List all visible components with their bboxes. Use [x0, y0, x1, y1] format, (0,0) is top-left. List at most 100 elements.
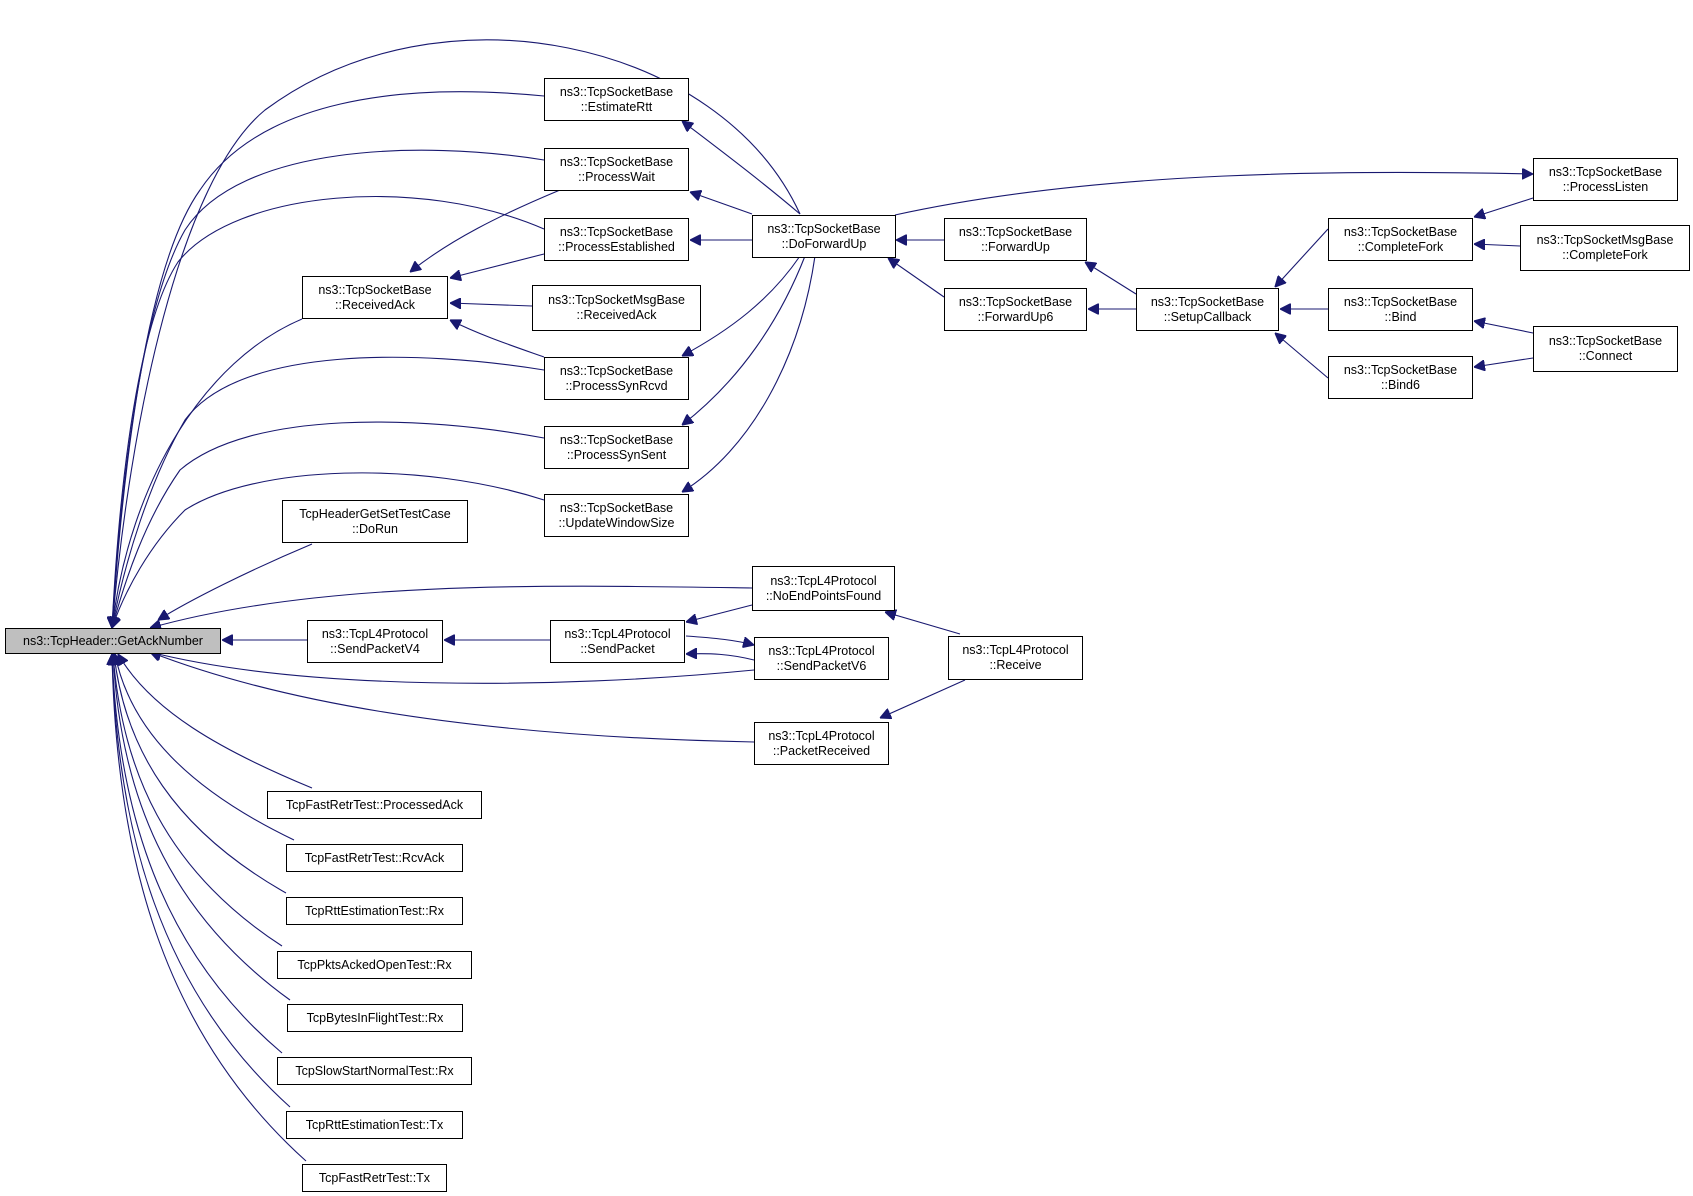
node-rttestimation-rx[interactable]: TcpRttEstimationTest::Rx	[286, 897, 463, 925]
node-pktsackedopen-rx[interactable]: TcpPktsAckedOpenTest::Rx	[277, 951, 472, 979]
node-label-1: ns3::TcpSocketBase	[1343, 224, 1458, 239]
node-label-1: ns3::TcpSocketBase	[559, 154, 674, 169]
node-msg-receivedack[interactable]: ns3::TcpSocketMsgBase ::ReceivedAck	[532, 285, 701, 331]
edge-receive-noend	[885, 612, 961, 635]
node-sendpacketv4[interactable]: ns3::TcpL4Protocol ::SendPacketV4	[307, 620, 443, 663]
edge-frrcv-getack	[115, 654, 295, 841]
edge-completefork-setupcb	[1275, 228, 1329, 287]
edge-forwardup6-doforward	[888, 258, 945, 298]
node-label-1: ns3::TcpSocketBase	[559, 432, 674, 447]
node-label-2: ::Receive	[989, 658, 1042, 672]
edge-msgcompletefork-completefork	[1474, 244, 1521, 246]
edge-rtttx-getack	[112, 654, 291, 1108]
node-doforwardup[interactable]: ns3::TcpSocketBase ::DoForwardUp	[752, 215, 896, 258]
node-fastretr-rcvack[interactable]: TcpFastRetrTest::RcvAck	[286, 844, 463, 872]
edge-pktsrx-getack	[113, 654, 283, 947]
edge-noend-sendpacket	[686, 604, 753, 622]
node-receivedack[interactable]: ns3::TcpSocketBase ::ReceivedAck	[302, 276, 448, 319]
node-label-2: ::ReceivedAck	[576, 308, 657, 322]
node-estimatertt[interactable]: ns3::TcpSocketBase ::EstimateRtt	[544, 78, 689, 121]
edge-synrcvd-recvack	[450, 320, 545, 358]
node-fastretr-processedack[interactable]: TcpFastRetrTest::ProcessedAck	[267, 791, 482, 819]
node-receive[interactable]: ns3::TcpL4Protocol ::Receive	[948, 636, 1083, 680]
node-label: TcpSlowStartNormalTest::Rx	[295, 1063, 454, 1078]
node-headertest-dorun[interactable]: TcpHeaderGetSetTestCase ::DoRun	[282, 500, 468, 543]
node-label-2: ::EstimateRtt	[580, 99, 653, 114]
node-label-2: ::DoRun	[352, 521, 398, 536]
node-label: ns3::TcpHeader::GetAckNumber	[23, 633, 203, 648]
node-label-1: ns3::TcpL4Protocol	[321, 626, 429, 641]
node-label-2: ::DoForwardUp	[781, 236, 867, 251]
node-bytesinflight-rx[interactable]: TcpBytesInFlightTest::Rx	[287, 1004, 463, 1032]
edge-doforward-synrcvd	[682, 255, 801, 356]
node-label-1: ns3::TcpSocketBase	[1548, 164, 1663, 179]
node-label-2: ::ProcessWait	[578, 169, 655, 184]
node-label-1: ns3::TcpL4Protocol	[770, 573, 877, 588]
node-forwardup6[interactable]: ns3::TcpSocketBase ::ForwardUp6	[944, 288, 1087, 331]
node-packetreceived[interactable]: ns3::TcpL4Protocol ::PacketReceived	[754, 722, 889, 765]
node-label-2: ::ForwardUp	[981, 239, 1050, 254]
node-label: TcpRttEstimationTest::Rx	[305, 903, 444, 918]
node-forwardup[interactable]: ns3::TcpSocketBase ::ForwardUp	[944, 218, 1087, 261]
edge-synsent-getack	[112, 421, 545, 628]
node-processsynsent[interactable]: ns3::TcpSocketBase ::ProcessSynSent	[544, 426, 689, 469]
node-label-2: ::SendPacket	[580, 641, 655, 656]
node-fastretr-tx[interactable]: TcpFastRetrTest::Tx	[302, 1164, 447, 1192]
node-processwait[interactable]: ns3::TcpSocketBase ::ProcessWait	[544, 148, 689, 191]
node-label: TcpFastRetrTest::Tx	[318, 1170, 431, 1185]
edge-msgrecvack-recvack	[450, 303, 533, 306]
edge-rttrx-getack	[114, 654, 287, 894]
node-noendpointsfound[interactable]: ns3::TcpL4Protocol ::NoEndPointsFound	[752, 566, 895, 611]
node-label-2: ::CompleteFork	[1357, 239, 1444, 254]
edge-bifrx-getack	[113, 654, 291, 1001]
edge-doforward-estimate	[682, 121, 801, 215]
edge-wait-recvack	[410, 189, 561, 272]
edge-doforward-synsent	[682, 255, 806, 425]
edge-receive-pktrecv	[880, 679, 966, 718]
node-label-2: ::ProcessSynSent	[566, 447, 667, 462]
node-label-2: ::Bind6	[1381, 377, 1420, 392]
node-getacknumber[interactable]: ns3::TcpHeader::GetAckNumber	[5, 628, 221, 654]
node-label-2: ::ForwardUp6	[977, 309, 1054, 324]
node-completefork[interactable]: ns3::TcpSocketBase ::CompleteFork	[1328, 218, 1473, 261]
node-label-1: ns3::TcpL4Protocol	[768, 643, 875, 658]
edge-wait-getack	[112, 149, 545, 628]
node-label-2: ::ProcessListen	[1562, 179, 1649, 194]
node-label: TcpRttEstimationTest::Tx	[305, 1117, 444, 1132]
node-label: TcpPktsAckedOpenTest::Rx	[297, 957, 452, 972]
node-processestablished[interactable]: ns3::TcpSocketBase ::ProcessEstablished	[544, 218, 689, 261]
node-label-1: ns3::TcpSocketBase	[958, 224, 1073, 239]
node-setupcallback[interactable]: ns3::TcpSocketBase ::SetupCallback	[1136, 288, 1279, 331]
edge-setupcb-forwardup	[1085, 262, 1137, 295]
node-rttestimation-tx[interactable]: TcpRttEstimationTest::Tx	[286, 1111, 463, 1139]
node-label-2: ::CompleteFork	[1562, 248, 1648, 262]
node-label-2: ::SetupCallback	[1163, 309, 1252, 324]
edge-sendpacket-sendv6	[685, 635, 754, 645]
edge-ssrx-getack	[112, 654, 283, 1054]
node-label-2: ::ReceivedAck	[335, 297, 415, 312]
node-msg-completefork[interactable]: ns3::TcpSocketMsgBase ::CompleteFork	[1520, 225, 1690, 271]
edge-updatewin-getack	[112, 472, 545, 628]
node-label-1: ns3::TcpL4Protocol	[564, 626, 671, 641]
node-processsynrcvd[interactable]: ns3::TcpSocketBase ::ProcessSynRcvd	[544, 357, 689, 400]
node-label-1: ns3::TcpSocketBase	[767, 221, 881, 236]
edge-processlisten-completefork	[1474, 197, 1534, 217]
node-label-2: ::Bind	[1384, 309, 1417, 324]
node-label-1: ns3::TcpSocketBase	[559, 84, 674, 99]
edge-frproc-getack	[118, 654, 313, 789]
node-label-2: ::SendPacketV4	[330, 641, 420, 656]
node-connect[interactable]: ns3::TcpSocketBase ::Connect	[1533, 326, 1678, 372]
node-slowstartnormal-rx[interactable]: TcpSlowStartNormalTest::Rx	[277, 1057, 472, 1085]
node-sendpacket[interactable]: ns3::TcpL4Protocol ::SendPacket	[550, 620, 685, 663]
node-bind[interactable]: ns3::TcpSocketBase ::Bind	[1328, 288, 1473, 331]
node-label: TcpFastRetrTest::ProcessedAck	[285, 797, 464, 812]
node-bind6[interactable]: ns3::TcpSocketBase ::Bind6	[1328, 356, 1473, 399]
node-sendpacketv6[interactable]: ns3::TcpL4Protocol ::SendPacketV6	[754, 637, 889, 680]
node-updatewindowsize[interactable]: ns3::TcpSocketBase ::UpdateWindowSize	[544, 494, 689, 537]
node-label-1: ns3::TcpSocketBase	[958, 294, 1073, 309]
node-label-2: ::ProcessEstablished	[558, 239, 675, 254]
node-label-1: ns3::TcpSocketBase	[559, 363, 674, 378]
node-processlisten[interactable]: ns3::TcpSocketBase ::ProcessListen	[1533, 158, 1678, 201]
edge-recvack-getack	[112, 318, 303, 628]
